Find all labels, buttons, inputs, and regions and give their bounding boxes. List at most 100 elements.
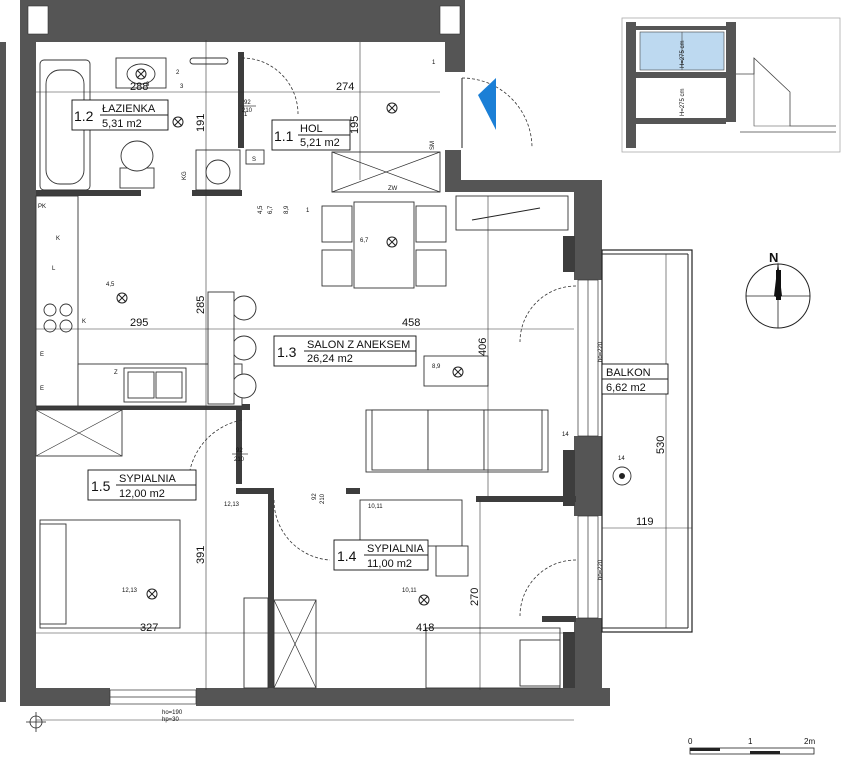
dim-288: 288: [130, 81, 148, 93]
dim-191: 191: [195, 114, 207, 132]
circuit-8-9-a: 8,9: [284, 205, 290, 214]
circuit-3b: 3: [180, 84, 184, 90]
room-label-1-4: 1.4 SYPIALNIA 11,00 m2: [333, 539, 429, 571]
circuit-8-9-b: 8,9: [432, 364, 441, 370]
room-1-1-area: 5,21 m2: [300, 137, 340, 149]
code-k1: K: [82, 319, 86, 325]
window-right-ho-lower: ho=220: [598, 559, 604, 580]
code-pk: PK: [38, 204, 46, 210]
dim-270: 270: [469, 588, 481, 606]
room-label-1-5: 1.5 SYPIALNIA 12,00 m2: [87, 469, 197, 501]
code-kg: KG: [182, 171, 188, 180]
code-zw: ZW: [388, 186, 398, 192]
dim-274: 274: [336, 81, 354, 93]
window-bottom-ho: ho=190: [162, 710, 183, 716]
code-e2: E: [40, 386, 44, 392]
circuit-1-top: 1: [432, 60, 436, 66]
compass-north: N: [769, 250, 778, 265]
circuit-2: 2: [176, 70, 180, 76]
room-1-4-area: 11,00 m2: [367, 558, 412, 570]
door-bed4-width: 92: [312, 493, 318, 500]
dim-418: 418: [416, 622, 434, 634]
code-z: Z: [114, 370, 118, 376]
dim-406: 406: [477, 338, 489, 356]
door-hol-height: 210: [242, 108, 253, 114]
dim-458: 458: [402, 317, 420, 329]
room-1-4-number: 1.4: [337, 548, 357, 564]
door-window-labels: 92 210 92 210 92 210 ho=190 hp=30 ho=220…: [162, 100, 604, 723]
compass: N: [745, 250, 811, 329]
room-1-2-number: 1.2: [74, 108, 94, 124]
bedroom-1-4-fixtures: [243, 499, 561, 689]
circuit-10-11-a: 10,11: [368, 504, 383, 510]
window-bottom-hp: hp=30: [162, 717, 180, 723]
room-label-1-2: 1.2 ŁAZIENKA 5,31 m2: [71, 99, 169, 131]
dim-391: 391: [195, 546, 207, 564]
code-k2: K: [56, 236, 60, 242]
circuit-4-5-a: 4,5: [258, 205, 264, 214]
balcony: [601, 249, 693, 633]
room-1-1-number: 1.1: [274, 128, 294, 144]
door-hol-width: 92: [244, 100, 251, 106]
walls: [0, 0, 610, 706]
code-e1: E: [40, 352, 44, 358]
room-label-balcony: BALKON 6,62 m2: [601, 363, 669, 395]
electrical-fixtures: 1 2 3 3 1 1 4,5 4,5 6,7 6,7 8,9 8,9 12,1…: [106, 60, 625, 606]
room-1-1-name: HOL: [300, 123, 323, 135]
circuit-1b: 1: [244, 112, 248, 118]
salon-fixtures: [189, 195, 577, 617]
scale-0: 0: [688, 737, 693, 746]
circuit-1c: 1: [306, 208, 310, 214]
room-1-5-area: 12,00 m2: [119, 488, 165, 500]
room-1-4-name: SYPIALNIA: [367, 543, 425, 555]
scale-1: 1: [748, 737, 753, 746]
circuit-10-11-b: 10,11: [402, 588, 417, 594]
circuit-4-5-b: 4,5: [106, 282, 115, 288]
room-1-3-number: 1.3: [277, 344, 297, 360]
room-1-2-name: ŁAZIENKA: [102, 103, 156, 115]
room-1-5-name: SYPIALNIA: [119, 473, 177, 485]
door-bed4-height: 210: [320, 493, 326, 504]
window-right-ho-upper: ho=220: [598, 341, 604, 362]
balcony-area: 6,62 m2: [606, 382, 646, 394]
code-l: L: [52, 266, 56, 272]
dim-285: 285: [195, 296, 207, 314]
door-salon-height: 210: [234, 457, 245, 463]
balcony-name: BALKON: [606, 367, 651, 379]
dim-327: 327: [140, 622, 158, 634]
kitchen-fixtures: [35, 195, 257, 407]
dimension-lines: [36, 40, 692, 721]
dim-530: 530: [655, 436, 667, 454]
bedroom-1-5-fixtures: [35, 409, 181, 629]
circuit-3: 3: [146, 82, 150, 88]
hol-fixtures: [241, 57, 533, 193]
room-1-3-name: SALON Z ANEKSEM: [307, 339, 410, 351]
room-1-2-area: 5,31 m2: [102, 118, 142, 130]
scale-2m: 2m: [804, 737, 815, 746]
section-height-upper: H=275 cm: [680, 40, 686, 68]
dimension-text: 288 274 191 195 285 295 458 406 391 327 …: [130, 81, 667, 634]
scale-bar: 0 1 2m: [688, 737, 815, 755]
room-label-1-3: 1.3 SALON Z ANEKSEM 26,24 m2: [273, 335, 417, 367]
fixture-codes: KG S SM ZW PK K K E E L Z: [38, 141, 436, 392]
circuit-12-13-a: 12,13: [224, 502, 240, 508]
dim-295: 295: [130, 317, 148, 329]
door-salon-width: 92: [236, 448, 243, 454]
code-s: S: [252, 157, 256, 163]
code-sm: SM: [430, 141, 436, 150]
circuit-6-7-b: 6,7: [360, 238, 369, 244]
circuit-14-a: 14: [562, 432, 569, 438]
circuit-14-b: 14: [618, 456, 625, 462]
circuit-6-7-a: 6,7: [268, 205, 274, 214]
reference-marker: [26, 712, 46, 732]
dim-195: 195: [349, 116, 361, 134]
bathroom-fixtures: [39, 57, 265, 191]
section-diagram: H=275 cm H=275 cm: [621, 17, 841, 153]
circuit-12-13-b: 12,13: [122, 588, 138, 594]
room-1-3-area: 26,24 m2: [307, 353, 353, 365]
room-1-5-number: 1.5: [91, 478, 111, 494]
section-height-lower: H=275 cm: [680, 88, 686, 116]
room-label-1-1: 1.1 HOL 5,21 m2: [271, 119, 351, 151]
dim-119: 119: [636, 516, 654, 528]
